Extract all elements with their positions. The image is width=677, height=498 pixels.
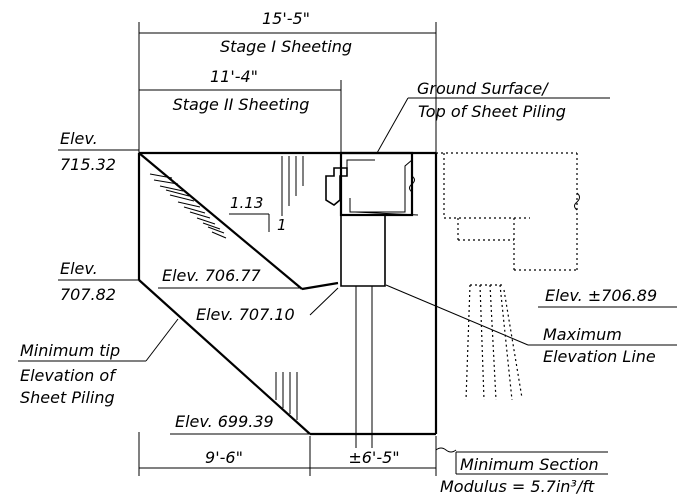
elev-70677: Elev. 706.77 — [158, 266, 302, 289]
sheeting-ticks-upper — [281, 156, 304, 216]
slope-ratio: 1.13 1 — [229, 194, 287, 234]
max-elev-text-2: Elevation Line — [543, 347, 656, 366]
stage2-dimension: 11'-4" Stage II Sheeting — [139, 67, 342, 153]
stage1-width-text: 15'-5" — [262, 9, 310, 28]
elev-70782-value: 707.82 — [60, 285, 116, 304]
stage2-width-text: 11'-4" — [210, 67, 258, 86]
stage1-label-text: Stage I Sheeting — [220, 37, 352, 56]
elev-71532-label: Elev. — [60, 129, 98, 148]
elev-69939: Elev. 699.39 — [170, 412, 310, 435]
elev-71532: Elev. 715.32 — [58, 129, 139, 174]
adjacent-structure — [436, 152, 580, 401]
elev-69939-text: Elev. 699.39 — [175, 412, 274, 431]
min-section-text-2: Modulus = 5.7in³/ft — [440, 477, 595, 496]
minimum-section-callout: Minimum Section Modulus = 5.7in³/ft — [435, 447, 608, 496]
ground-surface-callout: Ground Surface/ Top of Sheet Piling — [376, 79, 610, 154]
bottom-dimensions: 9'-6" ±6'-5" — [138, 432, 437, 476]
ground-surface-text: Ground Surface/ — [417, 79, 549, 98]
stage1-dimension: 15'-5" Stage I Sheeting — [138, 9, 437, 153]
max-elev-text-1: Maximum — [543, 325, 622, 344]
excavation-outline — [137, 151, 438, 436]
elev-70689-text: Elev. ±706.89 — [545, 286, 657, 305]
slope-run-text: 1.13 — [230, 194, 263, 212]
bottom-right-dim: ±6'-5" — [348, 448, 399, 467]
minimum-tip-callout: Minimum tip Elevation of Sheet Piling — [18, 318, 179, 407]
stage2-label-text: Stage II Sheeting — [173, 95, 310, 114]
elev-71532-value: 715.32 — [60, 155, 116, 174]
min-tip-text-2: Elevation of — [20, 366, 117, 385]
elev-70782-label: Elev. — [60, 259, 98, 278]
min-section-text-1: Minimum Section — [460, 455, 599, 474]
sheeting-ticks-lower — [275, 372, 298, 420]
top-sheet-piling-text: Top of Sheet Piling — [418, 102, 566, 121]
min-tip-text-3: Sheet Piling — [20, 388, 115, 407]
elev-70677-text: Elev. 706.77 — [162, 266, 262, 285]
maximum-elevation-callout: Maximum Elevation Line — [385, 284, 677, 366]
elev-70710-text: Elev. 707.10 — [196, 305, 295, 324]
elev-70689: Elev. ±706.89 — [538, 286, 677, 308]
elev-70782: Elev. 707.82 — [58, 259, 139, 304]
min-tip-text-1: Minimum tip — [20, 341, 120, 360]
slope-rise-text: 1 — [277, 216, 287, 234]
bottom-left-dim: 9'-6" — [205, 448, 243, 467]
soil-hatching — [149, 173, 227, 239]
elev-70710: Elev. 707.10 — [196, 287, 339, 324]
structure — [325, 151, 419, 448]
